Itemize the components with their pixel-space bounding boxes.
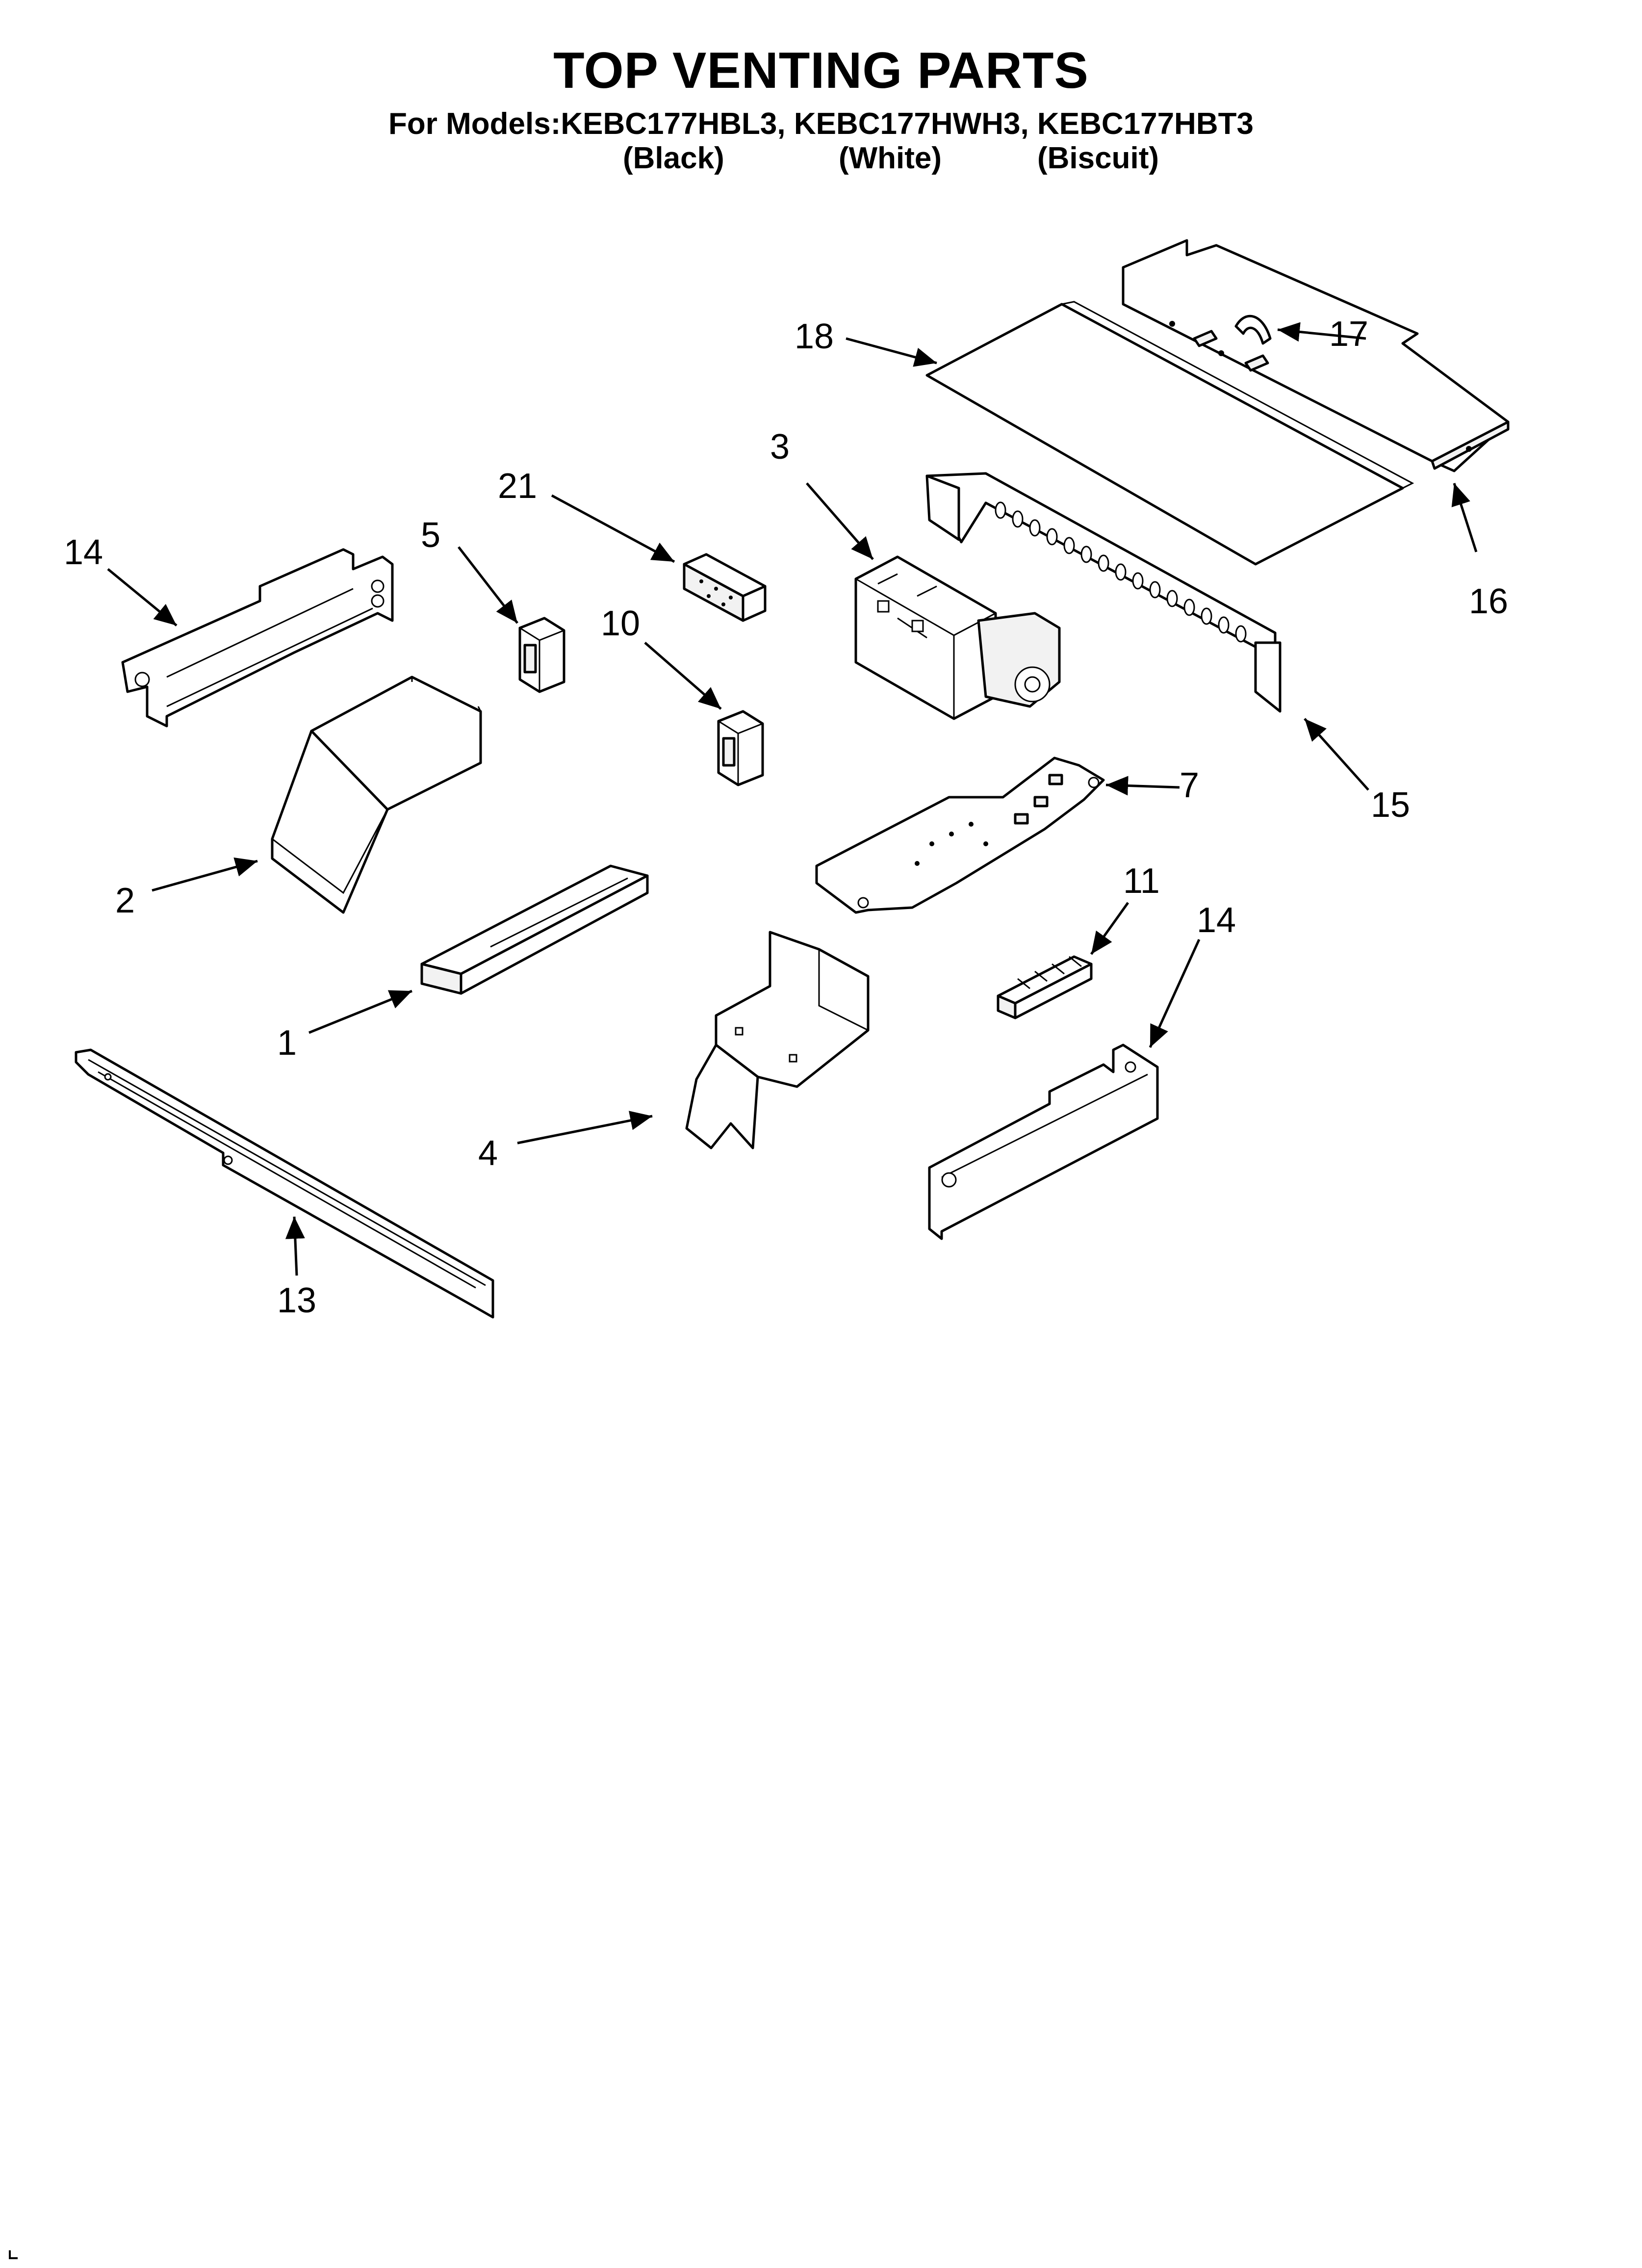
- part-11-terminal-block[interactable]: [997, 955, 1093, 1019]
- callout-16: 16: [1469, 582, 1508, 621]
- color-label-biscuit: (Biscuit): [1037, 141, 1159, 175]
- part-7-base-plate[interactable]: [815, 756, 1105, 914]
- callout-14-upper: 14: [64, 533, 103, 572]
- callout-7: 7: [1180, 766, 1199, 805]
- callout-3: 3: [770, 427, 790, 467]
- callout-14-lower: 14: [1197, 901, 1236, 940]
- callout-18: 18: [795, 317, 834, 356]
- part-14-side-bracket-right[interactable]: [928, 1043, 1159, 1240]
- callout-17: 17: [1329, 314, 1368, 354]
- callout-numbers: 18 17 16 3 21 14 5 10 15 7 2 11 14 1 4 1…: [64, 314, 1508, 1320]
- callout-10: 10: [601, 604, 640, 643]
- part-13-rail[interactable]: [75, 1048, 494, 1319]
- callout-15: 15: [1371, 785, 1410, 825]
- part-15-vent-channel[interactable]: [925, 472, 1282, 713]
- callout-1: 1: [277, 1023, 297, 1063]
- part-2-duct[interactable]: [271, 676, 482, 914]
- part-17-clip[interactable]: [1193, 314, 1272, 372]
- part-10-switch[interactable]: [717, 710, 764, 786]
- color-label-white: (White): [839, 141, 942, 175]
- callout-5: 5: [421, 516, 440, 555]
- page-title: TOP VENTING PARTS: [553, 42, 1089, 99]
- part-4-deflector[interactable]: [685, 931, 870, 1149]
- part-5-switch[interactable]: [518, 617, 565, 693]
- callout-21: 21: [498, 467, 537, 506]
- color-label-black: (Black): [623, 141, 724, 175]
- callout-11: 11: [1123, 861, 1160, 901]
- callout-4: 4: [478, 1134, 498, 1173]
- part-21-insulation-block[interactable]: [683, 553, 767, 622]
- part-18-vent-panel[interactable]: [925, 301, 1414, 566]
- leader-lines: [107, 322, 1478, 1276]
- models-subtitle: For Models:KEBC177HBL3, KEBC177HWH3, KEB…: [388, 107, 1254, 141]
- corner-mark: [9, 2250, 18, 2259]
- part-16-top-cover[interactable]: [1122, 239, 1510, 472]
- callout-2: 2: [115, 881, 135, 920]
- callout-13: 13: [277, 1281, 316, 1320]
- part-14-side-bracket-left[interactable]: [121, 548, 394, 728]
- part-1-strip[interactable]: [420, 864, 649, 995]
- part-3-blower-assembly[interactable]: [854, 555, 1061, 720]
